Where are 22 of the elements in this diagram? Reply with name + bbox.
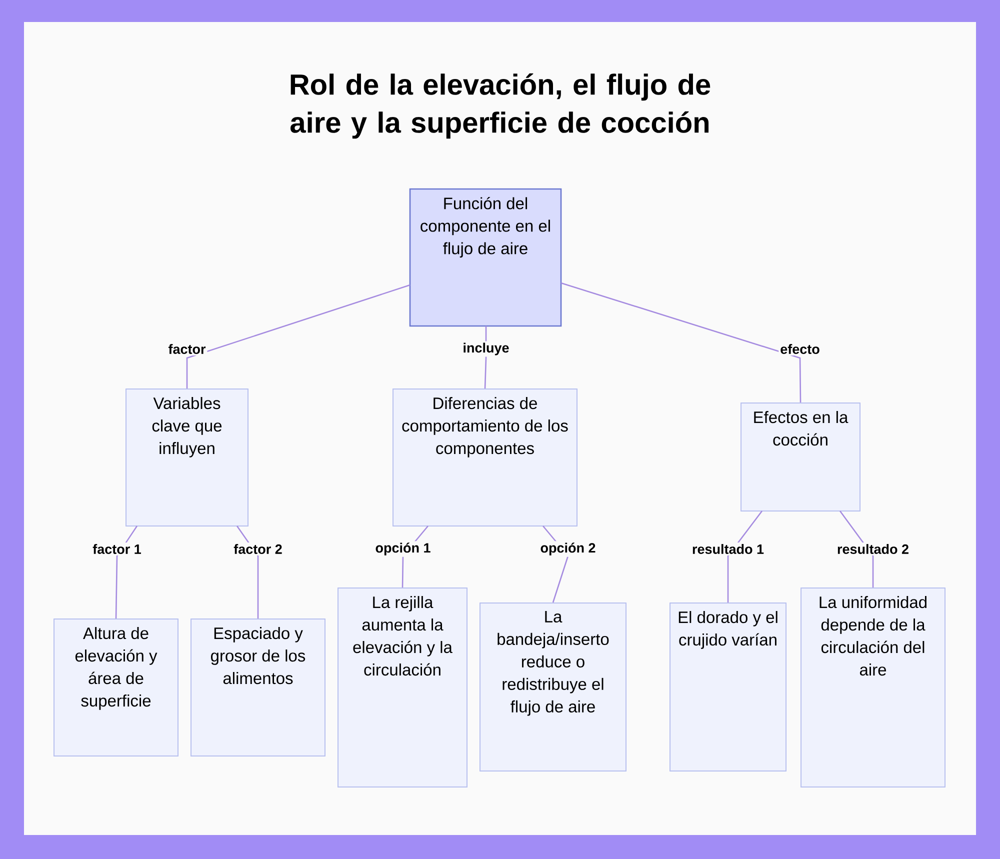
- concept-box: Efectos en la cocción: [740, 402, 860, 512]
- title: Rol de la elevación, el flujo de aire y la superficie de cocción: [290, 73, 710, 139]
- connector: [186, 284, 410, 388]
- edge-label: opción 1: [374, 541, 432, 557]
- edge-label: resultado 2: [836, 542, 911, 556]
- concept-box: La uniformidad depende de la circulación del aire: [800, 588, 946, 788]
- concept-box: Variables clave que influyen: [126, 388, 248, 526]
- edge-label: resultado 1: [690, 542, 766, 556]
- concept-box: Función del componente en el flujo de aire: [409, 188, 562, 327]
- concept-box: Diferencias de comportamiento de los componentes: [392, 388, 578, 526]
- concept-box: La rejilla aumenta la elevación y la circulación: [338, 588, 468, 788]
- concept-box: Espaciado y grosor de los alimentos: [190, 618, 326, 756]
- concept-box: El dorado y el crujido varían: [670, 602, 787, 772]
- concept-box: Altura de elevación y área de superficie: [54, 618, 178, 756]
- edge-label: efecto: [778, 342, 822, 356]
- edge-label: factor 1: [91, 542, 143, 556]
- edge-label: incluye: [461, 341, 511, 357]
- edge-label: opción 2: [538, 541, 598, 557]
- edge-label: factor: [166, 342, 208, 356]
- edge-label: factor 2: [232, 542, 284, 556]
- concept-box: La bandeja/inserto reduce o redistribuye el flujo de aire: [480, 602, 626, 772]
- connector: [560, 282, 802, 403]
